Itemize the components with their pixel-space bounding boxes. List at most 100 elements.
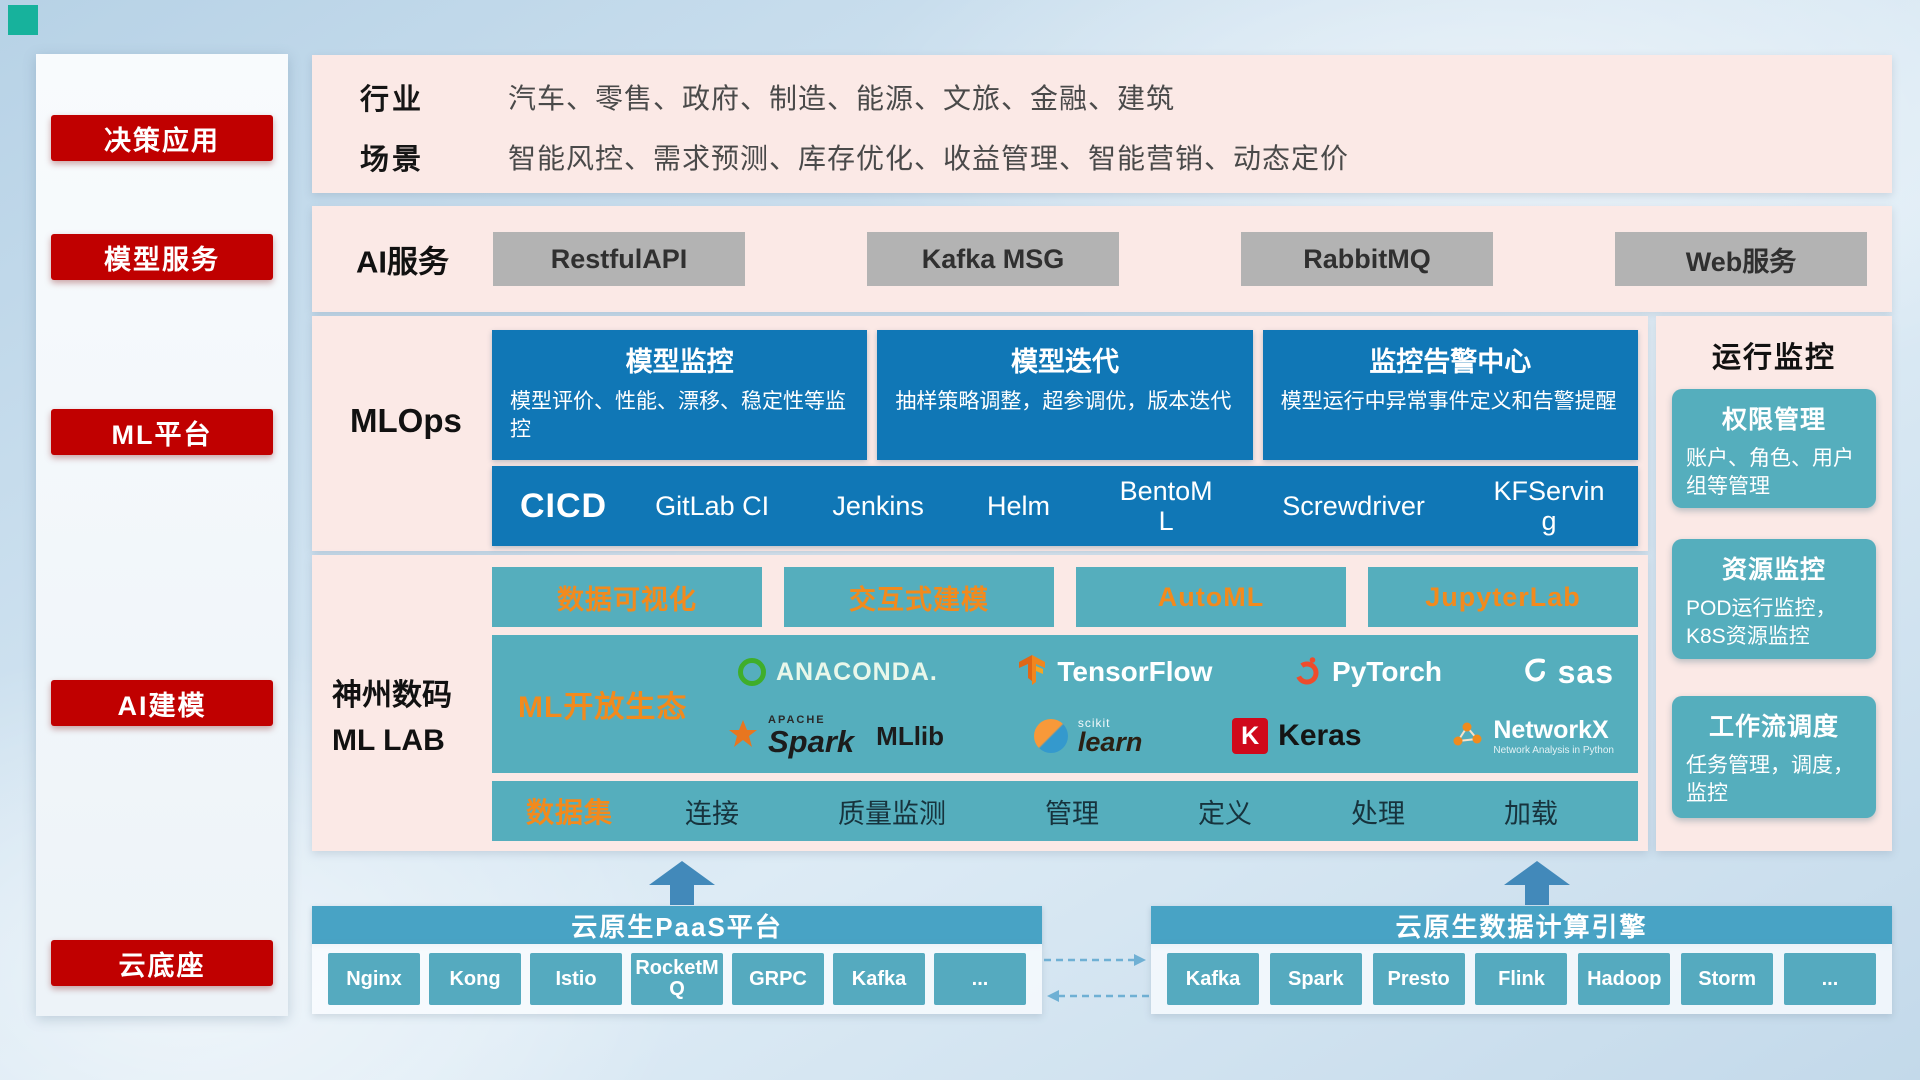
paas-platform-panel: Nginx Kong Istio RocketMQ GRPC Kafka ... [312, 944, 1042, 1014]
mllab-label-line1: 神州数码 [332, 679, 452, 712]
engine-hadoop-button[interactable]: Hadoop [1578, 953, 1671, 1005]
sidebar-item-model-services[interactable]: 模型服务 [51, 234, 273, 280]
automl-button[interactable]: AutoML [1076, 567, 1346, 627]
scikit-learn-text: learn [1077, 726, 1143, 757]
industry-row-text: 汽车、零售、政府、制造、能源、文旅、金融、建筑 [508, 83, 1176, 114]
engine-storm-button[interactable]: Storm [1681, 953, 1774, 1005]
card-desc: 模型评价、性能、漂移、稳定性等监控 [510, 390, 846, 442]
anaconda-text: ANACONDA. [776, 657, 938, 686]
sidebar-item-decision-apps[interactable]: 决策应用 [51, 115, 273, 161]
rabbitmq-button[interactable]: RabbitMQ [1241, 232, 1493, 286]
spark-icon [728, 719, 758, 754]
model-iteration-card: 模型迭代 抽样策略调整，超参调优，版本迭代 [877, 330, 1253, 460]
card-title: 模型迭代 [1010, 347, 1119, 377]
engine-presto-button[interactable]: Presto [1372, 953, 1465, 1005]
networkx-tagline: Network Analysis in Python [1493, 744, 1614, 756]
card-desc: 账户、角色、用户组等管理 [1686, 447, 1854, 498]
sidebar-item-ml-platform[interactable]: ML平台 [51, 409, 273, 455]
resource-monitoring-card: 资源监控 POD运行监控，K8S资源监控 [1672, 539, 1876, 659]
up-arrow-icon [1504, 861, 1570, 905]
dataset-item-load: 加载 [1503, 798, 1558, 829]
istio-button[interactable]: Istio [530, 953, 622, 1005]
engine-flink-button[interactable]: Flink [1475, 953, 1568, 1005]
keras-text: Keras [1278, 719, 1362, 752]
data-engine-header: 云原生数据计算引擎 [1151, 906, 1892, 944]
networkx-logo: NetworkX Network Analysis in Python [1451, 716, 1614, 756]
keras-icon: K [1232, 718, 1269, 754]
scikit-learn-icon [1033, 719, 1068, 753]
card-desc: 模型运行中异常事件定义和告警提醒 [1280, 390, 1617, 413]
cicd-item-gitlab-ci: GitLab CI [655, 490, 770, 521]
anaconda-icon [738, 658, 766, 686]
kong-button[interactable]: Kong [429, 953, 521, 1005]
card-title: 资源监控 [1721, 556, 1826, 584]
cicd-item-jenkins: Jenkins [832, 490, 924, 521]
tensorflow-text: TensorFlow [1057, 656, 1213, 687]
sas-icon [1522, 656, 1548, 689]
sas-text: sas [1557, 653, 1614, 690]
engine-kafka-button[interactable]: Kafka [1167, 953, 1259, 1005]
mllab-label-line2: ML LAB [332, 724, 445, 757]
cicd-item-helm: Helm [987, 490, 1051, 521]
web-service-button[interactable]: Web服务 [1615, 232, 1867, 286]
alert-center-card: 监控告警中心 模型运行中异常事件定义和告警提醒 [1262, 330, 1638, 460]
dataset-label: 数据集 [526, 797, 614, 828]
grpc-button[interactable]: GRPC [732, 953, 824, 1005]
dataset-item-quality: 质量监测 [838, 798, 946, 829]
keras-logo: K Keras [1232, 718, 1362, 754]
card-title: 模型监控 [625, 347, 734, 377]
left-sidebar: 决策应用 模型服务 ML平台 AI建模 云底座 [36, 54, 288, 1016]
engine-more-button[interactable]: ... [1783, 953, 1876, 1005]
sidebar-item-ai-modeling[interactable]: AI建模 [51, 680, 273, 726]
paas-platform-header: 云原生PaaS平台 [312, 906, 1042, 944]
mllab-band: 神州数码 ML LAB 数据可视化 交互式建模 AutoML JupyterLa… [312, 555, 1648, 851]
card-desc: POD运行监控，K8S资源监控 [1686, 597, 1837, 648]
card-title: 工作流调度 [1708, 713, 1839, 741]
restfulapi-button[interactable]: RestfulAPI [493, 232, 745, 286]
spark-apache-text: APACHE [768, 714, 826, 726]
card-title: 监控告警中心 [1369, 347, 1532, 377]
kafka-button[interactable]: Kafka [833, 953, 925, 1005]
ml-ecosystem-box: ML开放生态 ANACONDA. TensorFlow [492, 635, 1638, 773]
corner-decor-square [8, 5, 38, 35]
dataset-bar: 数据集 连接 质量监测 管理 定义 处理 加载 [492, 781, 1638, 841]
ai-service-label: AI服务 [356, 244, 449, 280]
card-desc: 任务管理，调度，监控 [1686, 754, 1854, 805]
industry-band: 行业 汽车、零售、政府、制造、能源、文旅、金融、建筑 场景 智能风控、需求预测、… [312, 55, 1892, 193]
mllab-label: 神州数码 ML LAB [332, 673, 490, 763]
anaconda-logo: ANACONDA. [738, 658, 938, 687]
scikit-small-text: scikit [1077, 715, 1111, 730]
rocketmq-button[interactable]: RocketMQ [631, 953, 723, 1005]
cicd-label: CICD [520, 486, 608, 525]
data-engine-title: 云原生数据计算引擎 [1395, 911, 1648, 942]
dataset-item-manage: 管理 [1044, 798, 1099, 829]
pytorch-text: PyTorch [1332, 656, 1442, 687]
data-flow-arrows [1042, 944, 1151, 1014]
cicd-bar: CICD GitLab CI Jenkins Helm BentoML Scre… [492, 466, 1638, 546]
interactive-modeling-button[interactable]: 交互式建模 [784, 567, 1054, 627]
paas-platform-title: 云原生PaaS平台 [571, 911, 783, 942]
up-arrow-icon [649, 861, 715, 905]
ml-ecosystem-label: ML开放生态 [518, 691, 688, 724]
model-monitoring-card: 模型监控 模型评价、性能、漂移、稳定性等监控 [492, 330, 868, 460]
nginx-button[interactable]: Nginx [328, 953, 420, 1005]
scenario-row-label: 场景 [360, 144, 425, 176]
workflow-scheduling-card: 工作流调度 任务管理，调度，监控 [1672, 696, 1876, 818]
data-visualization-button[interactable]: 数据可视化 [492, 567, 762, 627]
industry-row-label: 行业 [360, 84, 425, 116]
tensorflow-logo: TensorFlow [1017, 654, 1212, 691]
spark-mllib-logo: APACHE Spark MLlib [728, 715, 944, 757]
run-monitoring-panel: 运行监控 权限管理 账户、角色、用户组等管理 资源监控 POD运行监控，K8S资… [1656, 316, 1892, 851]
card-title: 权限管理 [1721, 406, 1826, 434]
engine-spark-button[interactable]: Spark [1269, 953, 1362, 1005]
scenario-row-text: 智能风控、需求预测、库存优化、收益管理、智能营销、动态定价 [508, 143, 1350, 174]
dataset-item-process: 处理 [1350, 798, 1405, 829]
jupyterlab-button[interactable]: JupyterLab [1368, 567, 1638, 627]
kafka-msg-button[interactable]: Kafka MSG [867, 232, 1119, 286]
networkx-text: NetworkX [1493, 715, 1609, 744]
sidebar-item-cloud-base[interactable]: 云底座 [51, 940, 273, 986]
data-engine-panel: Kafka Spark Presto Flink Hadoop Storm ..… [1151, 944, 1892, 1014]
dataset-item-define: 定义 [1197, 798, 1252, 829]
paas-more-button[interactable]: ... [934, 953, 1026, 1005]
tensorflow-icon [1017, 654, 1047, 691]
